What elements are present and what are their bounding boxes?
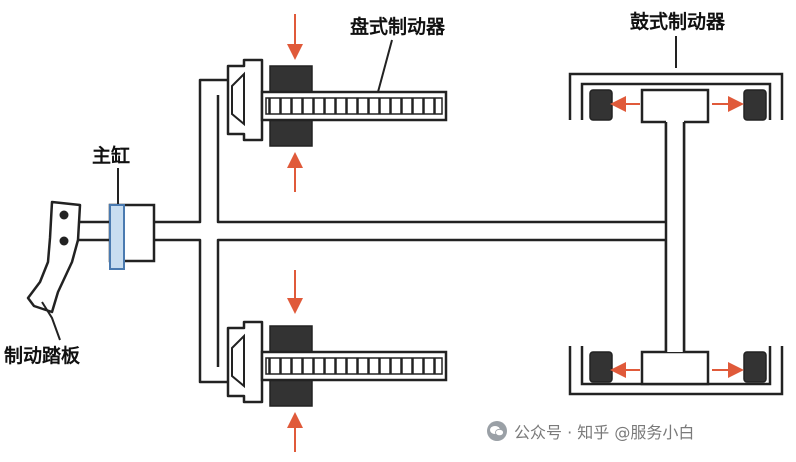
leader-brake-pedal [41, 301, 61, 341]
label-drum-brake: 鼓式制动器 [630, 10, 726, 33]
label-master-cylinder: 主缸 [92, 144, 130, 167]
label-disc-brake: 盘式制动器 [350, 15, 446, 38]
label-brake-pedal: 制动踏板 [4, 344, 81, 367]
disc-brake-bottom [226, 270, 448, 452]
drum-brake-top [568, 36, 784, 124]
watermark: 公众号 · 知乎 @服务小白 [486, 420, 694, 442]
brake-pedal [26, 200, 110, 314]
disc-brake-top [226, 14, 448, 192]
leader-disc-brake [377, 39, 393, 93]
drum-brake-bottom [568, 346, 784, 396]
wechat-icon [487, 421, 507, 441]
drum-axle [664, 120, 686, 352]
master-cylinder [108, 203, 156, 270]
watermark-text: 公众号 · 知乎 @服务小白 [514, 423, 695, 442]
